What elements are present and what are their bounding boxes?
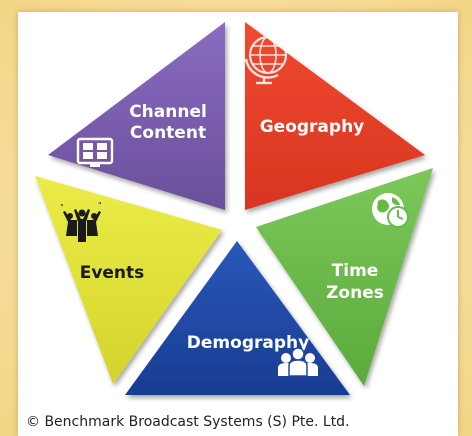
channel-content-label-line2: Content bbox=[130, 123, 206, 143]
time-zones-label-line2: Zones bbox=[326, 283, 384, 303]
globe-icon bbox=[244, 35, 288, 85]
copyright-notice: © Benchmark Broadcast Systems (S) Pte. L… bbox=[26, 414, 350, 430]
events-label: Events bbox=[80, 263, 145, 283]
svg-text:": " bbox=[98, 201, 102, 210]
geography-label: Geography bbox=[260, 117, 365, 137]
channel-content-label-line1: Channel bbox=[129, 102, 207, 122]
globe-clock-icon bbox=[372, 193, 409, 228]
people-group-icon bbox=[278, 347, 318, 377]
segment-geography bbox=[245, 22, 425, 210]
svg-text:": " bbox=[60, 203, 64, 212]
tv-screen-icon bbox=[76, 137, 114, 167]
demography-label: Demography bbox=[187, 333, 309, 353]
crowd-icon: " " bbox=[60, 201, 102, 242]
time-zones-label-line1: Time bbox=[332, 261, 379, 281]
